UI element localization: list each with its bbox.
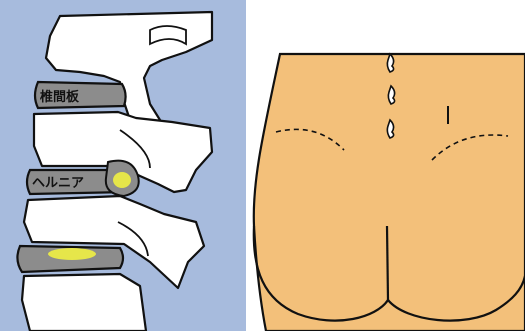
spine-marks (387, 54, 394, 138)
vertebra-bottom (22, 274, 146, 331)
hernia-nucleus (113, 172, 131, 188)
hernia-label: ヘルニア (32, 176, 84, 191)
spine-diagram: 椎間板 ヘルニア (0, 0, 246, 331)
disc-3-nucleus (48, 248, 96, 260)
spine-mark-2 (388, 86, 394, 104)
spine-mark-1 (387, 54, 393, 72)
intervertebral-disc-label: 椎間板 (39, 89, 80, 105)
lower-back-diagram (246, 0, 525, 331)
lower-back-illustration (246, 0, 525, 331)
gluteal-cleft (387, 226, 388, 300)
spine-mark-3 (387, 120, 393, 138)
spine-illustration: 椎間板 ヘルニア (0, 0, 246, 331)
